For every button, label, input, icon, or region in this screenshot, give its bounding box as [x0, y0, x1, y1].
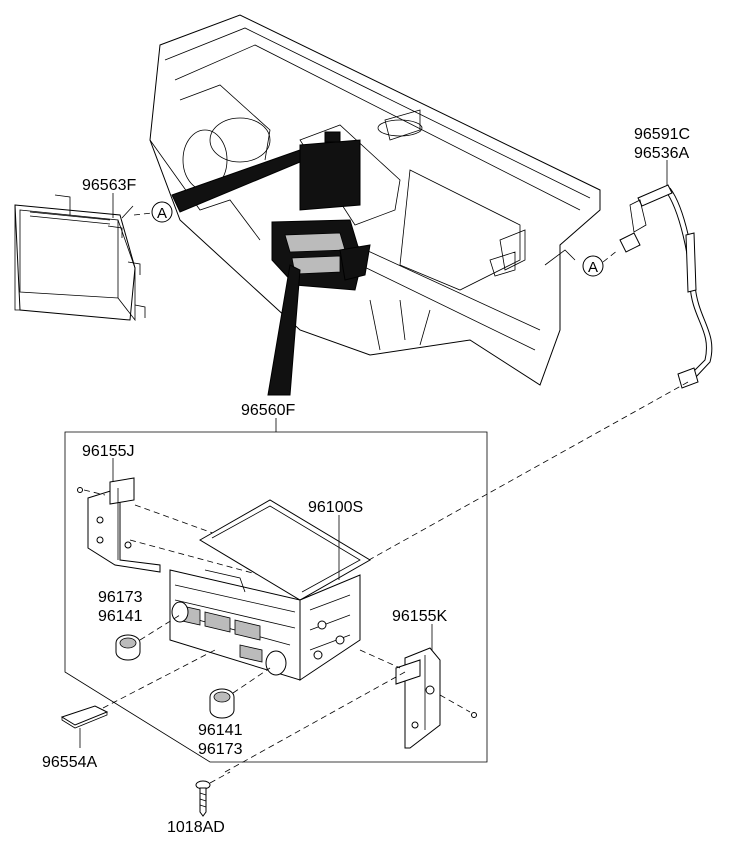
pointer-to-head-unit: [267, 264, 301, 396]
sd-card-96554A: [60, 705, 109, 729]
part-labels: 96591C 96536A 96563F 96560F 96155J 96100…: [42, 126, 690, 836]
label-96560F: 96560F: [241, 402, 295, 419]
label-96100S: 96100S: [308, 499, 363, 516]
label-96173-upper: 96173: [98, 589, 143, 606]
label-96155K: 96155K: [392, 608, 447, 625]
label-1018AD: 1018AD: [167, 819, 225, 836]
dash-screen: [299, 139, 361, 211]
head-unit-96100S: [169, 499, 371, 681]
dashboard-illustration: [149, 14, 601, 396]
monitor-96563F: [14, 194, 146, 322]
callout-a-label: A: [588, 259, 598, 276]
label-96141-upper: 96141: [98, 608, 143, 625]
assembly-outline: [64, 431, 488, 763]
label-96536A: 96536A: [634, 145, 689, 162]
knob-bottom-96141: [209, 688, 235, 719]
label-96591C: 96591C: [634, 126, 690, 143]
callout-a-cable: A: [582, 255, 604, 277]
callout-a-monitor: A: [151, 201, 173, 223]
label-96173-lower: 96173: [198, 741, 243, 758]
label-96141-lower: 96141: [198, 722, 243, 739]
label-96554A: 96554A: [42, 754, 97, 771]
screw-1018AD: [195, 780, 211, 817]
pointer-to-screen: [171, 149, 301, 213]
bracket-96155K: [395, 647, 477, 749]
label-96155J: 96155J: [82, 443, 135, 460]
knob-left-96141: [115, 634, 141, 661]
bracket-96155J: [77, 477, 161, 573]
callout-a-label: A: [157, 205, 167, 222]
cable-96591C: [619, 184, 713, 389]
label-96563F: 96563F: [82, 177, 136, 194]
